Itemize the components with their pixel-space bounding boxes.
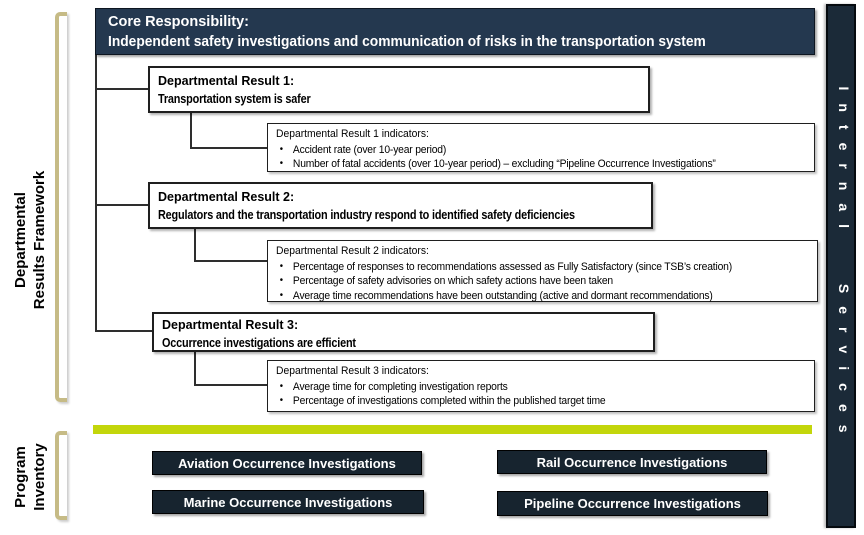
program-inventory-label-line1: Program	[12, 446, 29, 508]
program-aviation-box: Aviation Occurrence Investigations	[152, 451, 422, 475]
framework-label: Departmental Results Framework	[11, 90, 49, 390]
core-responsibility-title: Core Responsibility:	[108, 14, 249, 30]
internal-services-bar	[826, 4, 856, 528]
result-3-title: Departmental Result 3:	[162, 318, 299, 332]
branch-result-3-line	[95, 330, 152, 332]
indicator-item: Number of fatal accidents (over 10-year …	[276, 157, 776, 172]
core-responsibility-subtitle: Independent safety investigations and co…	[108, 34, 706, 50]
program-rail-box: Rail Occurrence Investigations	[497, 450, 767, 474]
indicator-item: Average time for completing investigatio…	[276, 380, 776, 395]
result-2-subtitle: Regulators and the transportation indust…	[158, 208, 575, 222]
result-3-subtitle: Occurrence investigations are efficient	[162, 336, 356, 350]
result-1-subtitle: Transportation system is safer	[158, 92, 311, 106]
elbow-indicators-3-h	[194, 384, 267, 386]
indicator-item: Percentage of investigations completed w…	[276, 394, 776, 409]
core-responsibility-box: Core Responsibility: Independent safety …	[95, 8, 815, 55]
branch-result-2-line	[95, 204, 148, 206]
branch-result-1-line	[95, 88, 148, 90]
result-1-indicators-title: Departmental Result 1 indicators:	[276, 128, 429, 140]
result-1-title: Departmental Result 1:	[158, 74, 295, 88]
indicator-item: Accident rate (over 10-year period)	[276, 143, 776, 158]
result-3-indicators-box: Departmental Result 3 indicators: Averag…	[267, 360, 815, 412]
result-2-indicators-box: Departmental Result 2 indicators: Percen…	[267, 240, 818, 304]
program-marine-box: Marine Occurrence Investigations	[152, 490, 424, 514]
result-3-box: Departmental Result 3: Occurrence invest…	[152, 312, 655, 352]
elbow-indicators-2-h	[194, 260, 267, 262]
elbow-indicators-3-v	[194, 352, 196, 386]
elbow-indicators-1-h	[190, 147, 267, 149]
framework-bracket	[55, 12, 67, 402]
indicator-item: Average time recommendations have been o…	[276, 289, 779, 304]
indicator-item: Percentage of safety advisories on which…	[276, 274, 779, 289]
program-inventory-divider-bar	[93, 425, 812, 434]
result-1-indicators-list: Accident rate (over 10-year period) Numb…	[276, 143, 808, 172]
result-2-indicators-title: Departmental Result 2 indicators:	[276, 245, 429, 257]
elbow-indicators-2-v	[194, 229, 196, 262]
program-pipeline-box: Pipeline Occurrence Investigations	[497, 491, 768, 516]
tree-trunk-line	[95, 55, 97, 332]
result-2-title: Departmental Result 2:	[158, 190, 295, 204]
result-1-indicators-box: Departmental Result 1 indicators: Accide…	[267, 123, 815, 172]
program-inventory-bracket	[55, 431, 67, 520]
program-inventory-label-line2: Inventory	[31, 443, 48, 511]
indicator-item: Percentage of responses to recommendatio…	[276, 260, 779, 275]
internal-services-label: Internal Services	[836, 86, 852, 446]
result-1-box: Departmental Result 1: Transportation sy…	[148, 66, 650, 113]
framework-label-line2: Results Framework	[31, 170, 48, 310]
program-inventory-label: Program Inventory	[11, 417, 49, 535]
result-2-box: Departmental Result 2: Regulators and th…	[148, 182, 653, 229]
result-2-indicators-list: Percentage of responses to recommendatio…	[276, 260, 811, 304]
framework-label-line1: Departmental	[12, 192, 29, 288]
result-3-indicators-title: Departmental Result 3 indicators:	[276, 365, 429, 377]
result-3-indicators-list: Average time for completing investigatio…	[276, 380, 808, 409]
elbow-indicators-1-v	[190, 113, 192, 149]
